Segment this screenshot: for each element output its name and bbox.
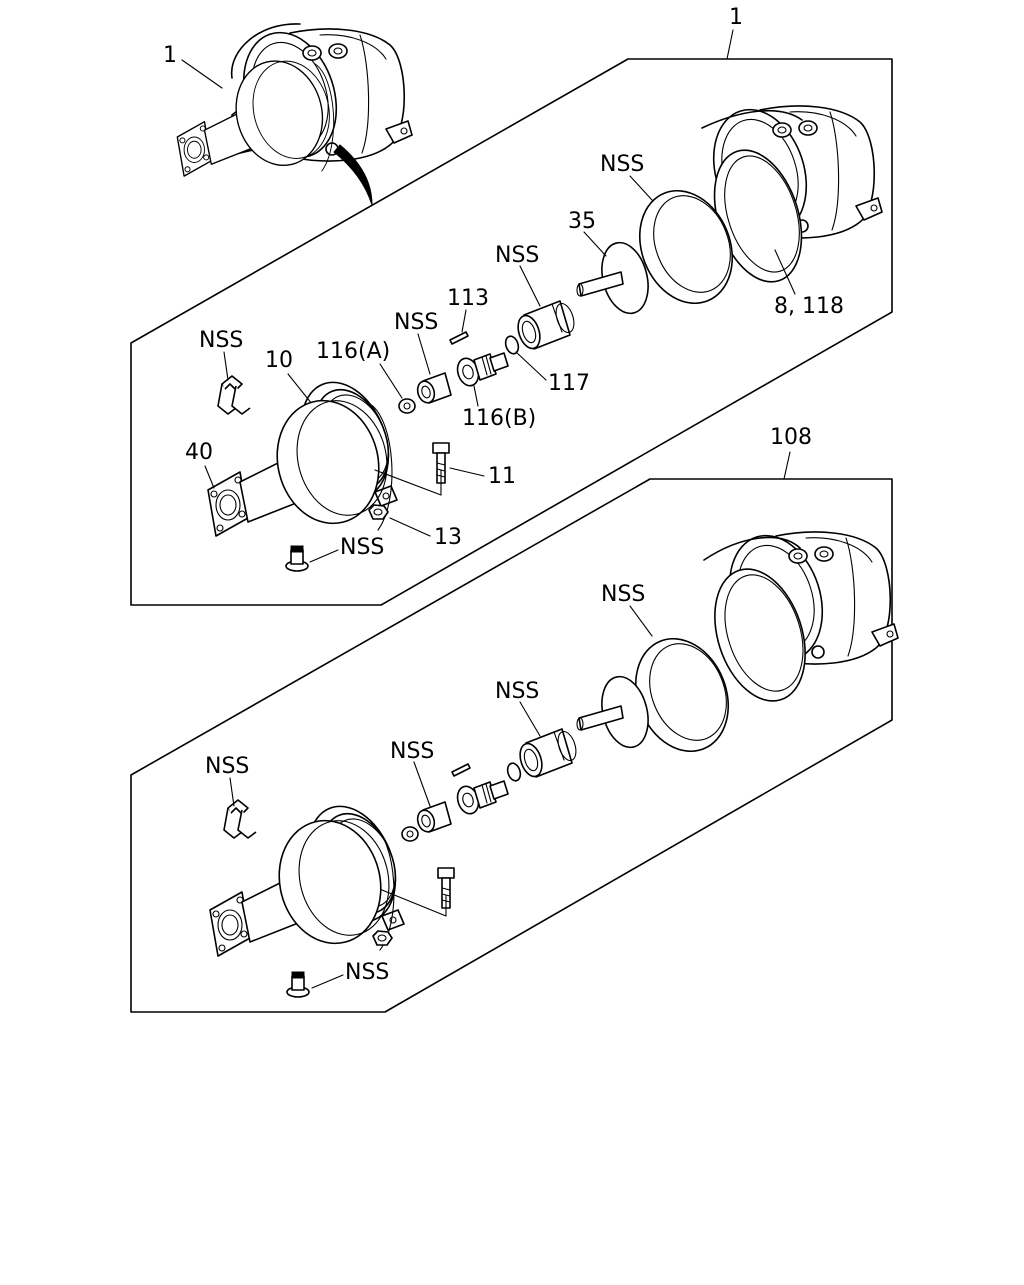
seal-ring-2	[714, 568, 806, 702]
kit-1-part-label: 1	[729, 5, 743, 30]
label-nss-bushing-2: NSS	[390, 739, 434, 764]
o-ring-2	[506, 762, 522, 782]
label-116b: 116(B)	[462, 406, 536, 431]
kit-2-panel: 108 NSS NSS NSS	[130, 425, 899, 1013]
kit-2-part-label: 108	[770, 425, 812, 450]
label-nss-ring-2: NSS	[601, 582, 645, 607]
nss-clips	[217, 375, 251, 415]
label-nss-flanged-bolt: NSS	[340, 535, 384, 560]
label-nss-boot-2: NSS	[495, 679, 539, 704]
label-nss-flanged-bolt-2: NSS	[345, 960, 389, 985]
label-10: 10	[265, 348, 293, 373]
overview-assembly: 1	[163, 19, 413, 206]
kit-1-panel: 1 8, 118 NSS 35 NSS 117	[130, 5, 893, 606]
label-nss-ring: NSS	[600, 152, 644, 177]
nut-13	[368, 504, 389, 520]
nss-flanged-bolt-2	[286, 971, 310, 998]
nss-ring	[638, 189, 734, 305]
nss-boot-2	[515, 728, 581, 781]
label-35: 35	[568, 209, 596, 234]
overview-part-label: 1	[163, 43, 177, 68]
nss-boot	[513, 300, 579, 353]
pin-113	[449, 331, 469, 345]
label-40: 40	[185, 440, 213, 465]
fitting-116b	[453, 352, 509, 390]
label-13: 13	[434, 525, 462, 550]
nss-bushing	[414, 372, 452, 406]
washer-2	[401, 826, 419, 842]
nss-clips-2	[223, 799, 257, 839]
pin-2	[451, 763, 471, 777]
fitting-2	[453, 780, 509, 818]
label-nss-clips: NSS	[199, 328, 243, 353]
label-8-118: 8, 118	[774, 294, 844, 319]
label-117: 117	[548, 371, 590, 396]
label-113: 113	[447, 286, 489, 311]
washer-116a	[398, 398, 416, 414]
o-ring-117	[504, 335, 520, 355]
label-nss-boot: NSS	[495, 243, 539, 268]
nss-bushing-2	[414, 801, 452, 835]
label-nss-clips-2: NSS	[205, 754, 249, 779]
nut-2	[372, 930, 393, 946]
label-11: 11	[488, 464, 516, 489]
nss-flanged-bolt	[285, 545, 309, 572]
label-nss-bushing: NSS	[394, 310, 438, 335]
label-116a: 116(A)	[316, 339, 390, 364]
